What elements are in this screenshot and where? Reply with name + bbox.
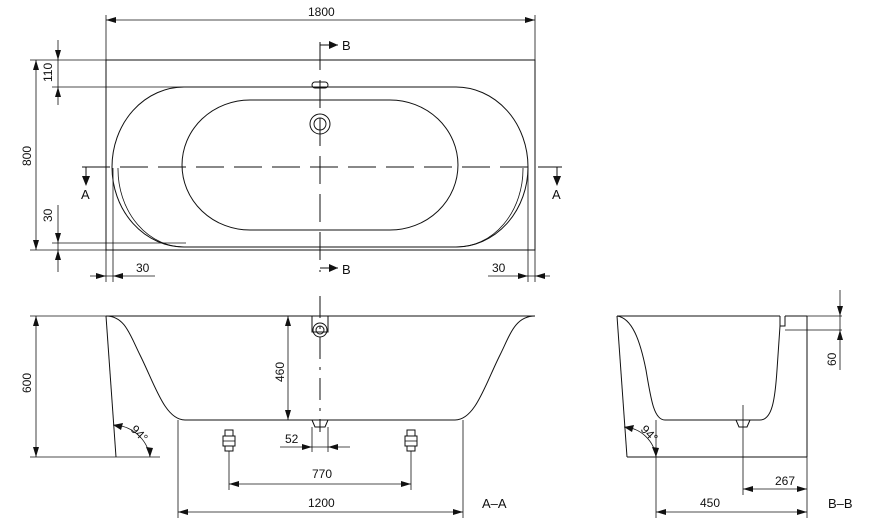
dim-base-length: 1200 xyxy=(308,496,335,510)
dim-height-overall: 600 xyxy=(20,373,34,393)
top-view: B B A A 1800 800 110 3 xyxy=(20,5,562,282)
dim-rim-right: 30 xyxy=(492,261,506,275)
foot-right xyxy=(404,429,418,452)
section-b-top-label: B xyxy=(342,38,351,53)
dim-width-total: 1800 xyxy=(308,5,335,19)
dim-depth-inner: 460 xyxy=(273,362,287,382)
bath-rim-shadow xyxy=(117,167,187,248)
dim-drain-offset: 52 xyxy=(285,432,299,446)
section-a-a: 600 460 52 770 1200 94° A–A xyxy=(20,296,536,518)
foot-left xyxy=(222,429,236,452)
section-aa-label: A–A xyxy=(482,496,507,511)
dim-rim-left: 30 xyxy=(136,261,150,275)
dim-base-depth: 450 xyxy=(700,496,720,510)
dim-top-offset: 110 xyxy=(41,63,55,82)
dim-rim-height: 60 xyxy=(825,352,839,366)
bath-inner-oval xyxy=(181,99,459,231)
section-a-outer xyxy=(105,315,117,458)
dim-rim-bottom: 30 xyxy=(41,208,55,222)
section-b-bottom-label: B xyxy=(342,262,351,277)
section-b-b: 60 450 267 94° B–B xyxy=(616,290,853,518)
bath-rim-shadow-right xyxy=(455,167,524,248)
dim-drain-offset-b: 267 xyxy=(775,474,795,488)
dim-height-total: 800 xyxy=(20,146,34,166)
dim-feet-spacing: 770 xyxy=(312,467,332,481)
angle-b: 94° xyxy=(638,422,661,445)
angle-a: 94° xyxy=(128,422,151,445)
section-a-right-label: A xyxy=(552,187,561,202)
section-a-left-label: A xyxy=(81,187,90,202)
section-bb-label: B–B xyxy=(828,496,853,511)
